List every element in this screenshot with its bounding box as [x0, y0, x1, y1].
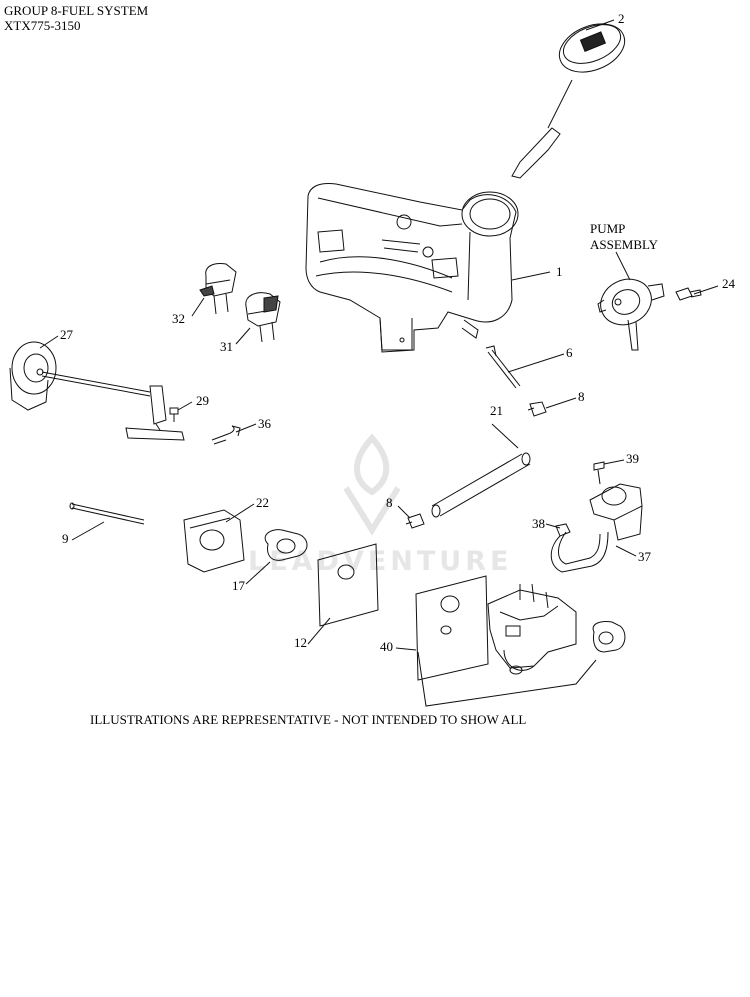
part-40-carburetor-assembly	[415, 575, 626, 707]
callout-12: 12	[294, 635, 307, 650]
watermark-logo	[343, 433, 401, 536]
part-1-fuel-tank	[305, 183, 519, 353]
callout-1: 1	[556, 264, 563, 279]
callout-9: 9	[62, 531, 69, 546]
callout-leader-lines	[39, 19, 719, 651]
callout-22: 22	[256, 495, 269, 510]
callout-6: 6	[566, 345, 573, 360]
part-17-gasket	[264, 529, 308, 561]
callout-37: 37	[638, 549, 651, 564]
part-8-clamp-lower	[405, 513, 425, 529]
part-37-fuel-line	[550, 531, 609, 573]
part-22-spacer	[183, 509, 245, 573]
pump-assembly	[597, 278, 665, 351]
part-31-clip	[245, 292, 281, 343]
callout-31: 31	[220, 339, 233, 354]
part-9-shaft	[69, 502, 145, 525]
model-number: XTX775-3150	[4, 18, 81, 33]
callout-24: 24	[722, 276, 735, 291]
part-8-clamp-upper	[527, 401, 547, 417]
part-27-linkage-assembly	[9, 341, 185, 441]
callout-21: 21	[490, 403, 503, 418]
part-36-spring-clip	[211, 425, 241, 445]
part-2-fuel-cap	[511, 23, 626, 179]
callout-8-upper: 8	[578, 389, 585, 404]
callout-17: 17	[232, 578, 245, 593]
part-39-pump-housing	[589, 461, 643, 541]
callout-29: 29	[196, 393, 209, 408]
callout-2: 2	[618, 11, 625, 26]
callout-27: 27	[60, 327, 73, 342]
callout-8-lower: 8	[386, 495, 393, 510]
part-12-heat-shield	[317, 543, 379, 627]
callout-39: 39	[626, 451, 639, 466]
part-29-screw	[169, 407, 179, 422]
callout-32: 32	[172, 311, 185, 326]
part-outlines	[9, 19, 719, 707]
callout-pump-assembly: PUMP ASSEMBLY	[590, 221, 659, 252]
part-32-clip	[199, 263, 237, 315]
part-38-clamp	[555, 523, 571, 537]
illustration-disclaimer: ILLUSTRATIONS ARE REPRESENTATIVE - NOT I…	[90, 712, 527, 727]
callout-40: 40	[380, 639, 393, 654]
group-title: GROUP 8-FUEL SYSTEM	[4, 3, 149, 18]
callout-38: 38	[532, 516, 545, 531]
part-6-stud	[485, 345, 521, 389]
part-24-bolt	[675, 287, 702, 301]
part-21-fuel-hose	[431, 452, 531, 518]
callout-36: 36	[258, 416, 271, 431]
